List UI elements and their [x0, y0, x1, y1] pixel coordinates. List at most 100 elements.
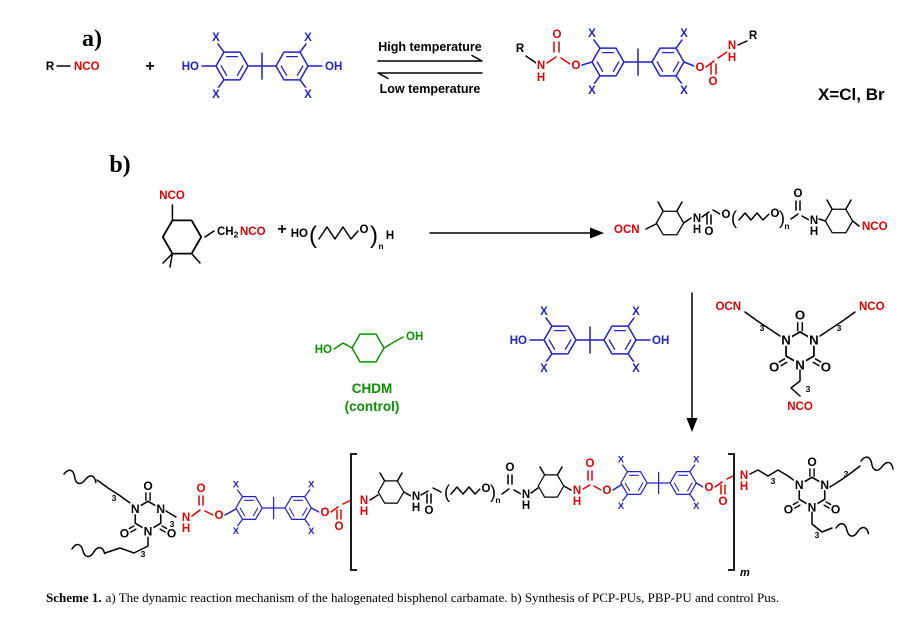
bisphenol-core [233, 479, 315, 537]
repeat-n-subscript: n [495, 495, 500, 505]
caption-title: Scheme 1. [46, 590, 102, 605]
repeat-n-subscript: n [378, 241, 383, 251]
nco-label: NCO [787, 401, 813, 413]
bisphenol-core [618, 454, 700, 512]
nitrogen-atom: N [740, 470, 748, 482]
open-paren: ( [444, 482, 450, 502]
chain-bonds [738, 212, 770, 221]
nitrogen-atom: N [573, 485, 581, 497]
isocyanate-reactant: R NCO [46, 61, 100, 73]
bisphenol-core [588, 28, 688, 97]
polymer-wavy-end [70, 543, 107, 560]
bonds [826, 199, 860, 227]
halogen-legend: X=Cl, Br [818, 85, 885, 104]
ho-label: HO [182, 61, 199, 73]
repeat-3-subscript: 3 [771, 476, 776, 486]
oxygen-atom: O [197, 483, 206, 495]
oxygen-atom: O [722, 209, 731, 221]
chain-bonds [450, 486, 481, 495]
nco-label: NCO [159, 190, 185, 202]
repeat-3-subscript: 3 [806, 384, 811, 394]
oh-label: OH [325, 61, 342, 73]
oh-label: OH [652, 335, 669, 347]
nitrogen-atom: N [412, 491, 420, 503]
hydrogen-atom: H [740, 481, 748, 493]
downward-arrow [686, 292, 698, 432]
close-paren: ) [370, 222, 378, 249]
halogenated-bisphenol-reactant: HO OH [182, 32, 342, 101]
oxygen-atom: O [705, 482, 714, 494]
open-paren: ( [309, 222, 317, 249]
hydrogen-atom: H [573, 496, 581, 508]
bonds [333, 336, 404, 350]
oxygen-atom: O [572, 60, 581, 72]
arrow-head [686, 418, 698, 432]
oxygen-atom: O [335, 521, 344, 533]
cyclohexane-ring [824, 208, 854, 234]
hydrogen-atom: H [386, 230, 394, 242]
bonds [645, 223, 657, 230]
ch2-label: CH2 [217, 226, 239, 240]
plus-sign: + [145, 58, 154, 75]
chain-bonds [318, 226, 359, 240]
panel-b-label: b) [109, 152, 130, 178]
bonds [581, 61, 593, 66]
triisocyanate-reagent: 3 3 3 OCN NCO NCO [715, 301, 884, 413]
nco-label: NCO [74, 61, 100, 73]
oxygen-atom: O [360, 224, 369, 236]
oxygen-atom: O [482, 483, 491, 495]
halogenated-bisphenol-reagent: HO OH [510, 306, 669, 375]
ho-label: HO [291, 228, 308, 240]
ho-label: HO [315, 344, 332, 356]
hydrogen-atom: H [412, 502, 420, 514]
oxygen-atom: O [705, 226, 714, 238]
ptmg-polyol: HO ( O ) n H [291, 222, 394, 251]
equilibrium-arrows: High temperature Low temperature [377, 40, 483, 96]
arm-bonds [744, 311, 856, 397]
panel-a: a) R NCO + HO OH High temperature Low te… [46, 26, 885, 104]
bonds [165, 510, 177, 518]
reaction-arrow [429, 227, 604, 239]
carbamate-bonds [701, 209, 721, 225]
nitrogen-atom: N [728, 40, 736, 52]
isocyanurate-crosslink [117, 476, 179, 543]
hydrogen-atom: H [728, 52, 736, 64]
oxygen-atom: O [553, 29, 562, 41]
nitrogen-atom: N [537, 60, 545, 72]
bonds [695, 482, 704, 488]
hydrogen-atom: H [360, 506, 368, 518]
nco-label: NCO [859, 301, 885, 313]
carbamate-bonds [714, 475, 734, 495]
figure-caption: Scheme 1.a) The dynamic reaction mechani… [46, 590, 779, 605]
oxygen-atom: O [215, 510, 224, 522]
high-temperature-label: High temperature [378, 40, 482, 54]
repeat-3-subscript: 3 [815, 530, 820, 540]
carbamate-bonds [582, 470, 602, 491]
polymer-wavy-end [61, 468, 98, 489]
arrow-head [590, 227, 604, 239]
bonds [379, 472, 412, 497]
nitrogen-atom: N [360, 495, 368, 507]
r-group-label: R [516, 43, 525, 55]
carbamate-bonds [420, 487, 442, 504]
chdm-name-label: CHDM [352, 381, 393, 396]
bonds [162, 204, 215, 268]
close-paren: ) [490, 482, 496, 502]
hydrogen-atom: H [522, 500, 530, 512]
carbamate-bonds [330, 499, 352, 520]
ho-label: HO [510, 335, 527, 347]
bonds [818, 218, 827, 222]
polymer-wavy-end [858, 455, 896, 475]
bonds [539, 466, 572, 491]
repeat-bracket-open [350, 453, 357, 571]
cyclohexane-ring [655, 210, 685, 236]
nco-label: NCO [862, 221, 888, 233]
bonds [530, 487, 539, 494]
nitrogen-atom: N [522, 489, 530, 501]
bonds [310, 507, 320, 513]
carbamate-bonds [191, 495, 214, 517]
close-paren: ) [779, 208, 785, 228]
bonds [737, 40, 748, 46]
